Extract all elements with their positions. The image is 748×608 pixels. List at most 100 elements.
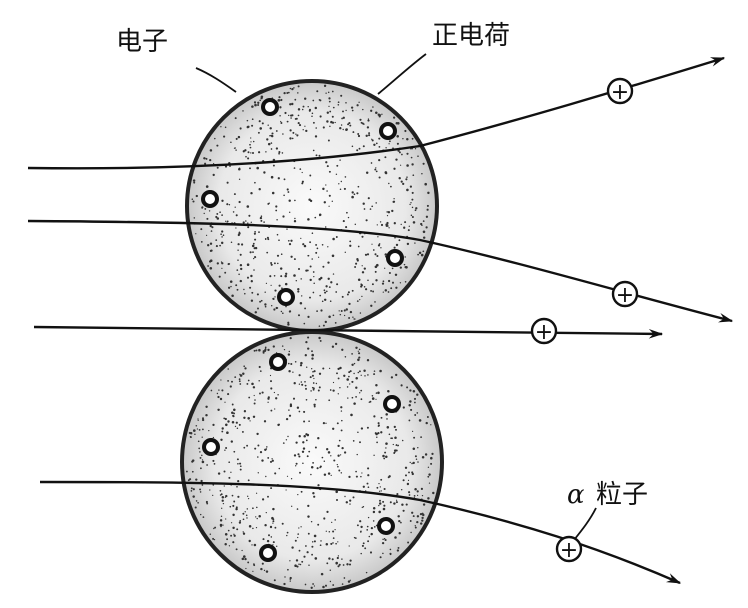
stipple-dot <box>257 103 260 107</box>
stipple-dot <box>367 118 370 120</box>
stipple-dot <box>221 427 224 430</box>
stipple-dot <box>257 307 259 310</box>
stipple-dot <box>265 448 268 450</box>
stipple-dot <box>417 253 419 256</box>
stipple-dot <box>321 456 324 459</box>
stipple-dot <box>281 287 283 290</box>
stipple-dot <box>225 423 228 427</box>
stipple-dot <box>414 414 417 416</box>
stipple-dot <box>243 446 246 449</box>
stipple-dot <box>378 176 381 179</box>
stipple-dot <box>414 401 416 404</box>
stipple-dot <box>311 368 313 370</box>
stipple-dot <box>270 142 273 144</box>
stipple-dot <box>216 217 220 220</box>
stipple-dot <box>294 117 297 120</box>
stipple-dot <box>242 531 244 533</box>
stipple-dot <box>364 547 367 550</box>
stipple-dot <box>271 132 274 135</box>
stipple-dot <box>340 410 343 412</box>
stipple-dot <box>295 133 297 135</box>
stipple-dot <box>325 422 327 424</box>
stipple-dot <box>185 470 188 473</box>
stipple-dot <box>352 316 354 318</box>
stipple-dot <box>364 253 368 256</box>
stipple-dot <box>235 137 238 140</box>
stipple-dot <box>195 233 197 235</box>
atom-lower-body <box>180 330 444 594</box>
stipple-dot <box>278 152 280 155</box>
stipple-dot <box>221 214 223 216</box>
stipple-dot <box>361 235 364 238</box>
stipple-dot <box>269 275 272 278</box>
stipple-dot <box>260 97 263 100</box>
stipple-dot <box>337 104 340 106</box>
stipple-dot <box>286 531 289 534</box>
stipple-dot <box>291 102 294 106</box>
stipple-dot <box>245 514 248 517</box>
stipple-dot <box>341 583 344 585</box>
stipple-dot <box>300 526 302 528</box>
stipple-dot <box>288 362 290 365</box>
stipple-dot <box>200 513 202 516</box>
stipple-dot <box>229 280 233 283</box>
stipple-dot <box>411 191 414 194</box>
stipple-dot <box>368 401 370 403</box>
stipple-dot <box>425 421 428 425</box>
stipple-dot <box>265 511 267 514</box>
stipple-dot <box>267 495 269 498</box>
stipple-dot <box>428 482 431 484</box>
stipple-dot <box>199 456 202 459</box>
stipple-dot <box>394 273 398 277</box>
stipple-dot <box>354 537 357 539</box>
stipple-dot <box>378 115 381 118</box>
stipple-dot <box>275 397 278 400</box>
stipple-dot <box>212 459 215 462</box>
stipple-dot <box>248 396 251 399</box>
stipple-dot <box>276 254 280 257</box>
stipple-dot <box>300 361 303 365</box>
stipple-dot <box>246 119 249 122</box>
stipple-dot <box>379 369 382 373</box>
stipple-dot <box>427 475 430 478</box>
stipple-dot <box>357 371 360 374</box>
stipple-dot <box>297 85 300 88</box>
stipple-dot <box>387 279 391 283</box>
stipple-dot <box>286 475 289 477</box>
stipple-dot <box>351 353 353 355</box>
stipple-dot <box>326 165 329 168</box>
stipple-dot <box>264 291 266 293</box>
stipple-dot <box>421 224 423 226</box>
stipple-dot <box>256 293 259 296</box>
stipple-dot <box>322 126 325 129</box>
stipple-dot <box>300 490 303 493</box>
stipple-dot <box>430 462 433 465</box>
stipple-dot <box>306 433 310 437</box>
stipple-dot <box>374 270 377 273</box>
stipple-dot <box>297 92 299 94</box>
stipple-dot <box>287 323 290 326</box>
stipple-dot <box>265 151 267 153</box>
stipple-dot <box>313 275 315 278</box>
stipple-dot <box>298 527 300 529</box>
stipple-dot <box>332 537 335 539</box>
stipple-dot <box>395 449 398 452</box>
stipple-dot <box>287 321 290 324</box>
stipple-dot <box>290 255 293 258</box>
stipple-dot <box>278 284 281 287</box>
stipple-dot <box>247 151 250 154</box>
stipple-dot <box>281 345 284 347</box>
stipple-dot <box>247 479 250 482</box>
stipple-dot <box>343 314 346 317</box>
stipple-dot <box>382 454 385 458</box>
stipple-dot <box>328 557 331 560</box>
stipple-dot <box>360 525 363 529</box>
stipple-dot <box>253 101 257 104</box>
stipple-dot <box>378 510 381 514</box>
stipple-dot <box>251 291 254 294</box>
stipple-dot <box>289 580 291 582</box>
stipple-dot <box>294 361 297 363</box>
stipple-dot <box>304 354 307 357</box>
stipple-dot <box>431 452 434 456</box>
stipple-dot <box>298 374 301 377</box>
